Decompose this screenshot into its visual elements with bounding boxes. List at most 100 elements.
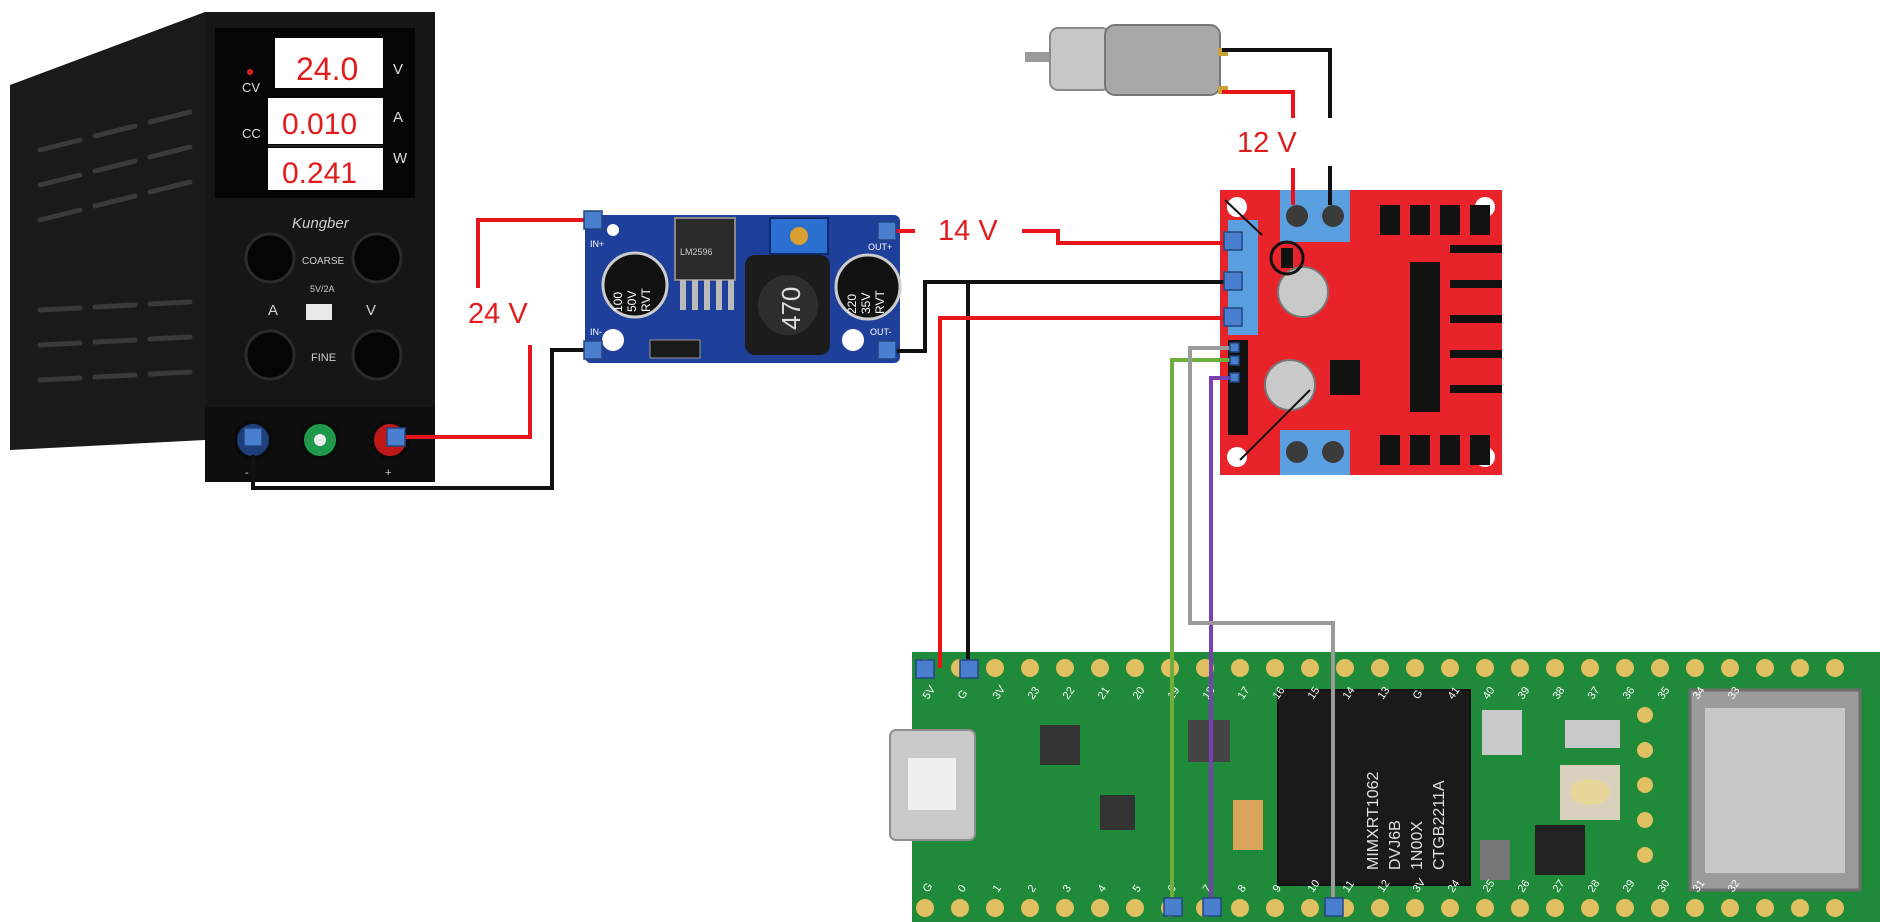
- teensy-crystal: [1482, 710, 1522, 755]
- supply-voltage-label: 24 V: [468, 298, 528, 330]
- voltage-readout: 24.0: [296, 51, 358, 87]
- buck-mount-hole: [842, 329, 864, 351]
- wire-psu-negative: [251, 348, 592, 490]
- connector-psu-negative: [243, 427, 263, 447]
- teensy-pin-label: 10: [1306, 878, 1323, 895]
- wires: [251, 48, 1335, 908]
- teensy-pin-label: 33: [1726, 685, 1743, 702]
- teensy-pin-label: 36: [1621, 685, 1638, 702]
- connector-markers: [243, 210, 1344, 917]
- terminal-minus-label: -: [245, 467, 249, 479]
- motor-body: [1104, 24, 1221, 96]
- connector-buck-in-plus: [583, 210, 603, 230]
- coarse-voltage-knob[interactable]: [351, 232, 403, 284]
- wire-5v-to-teensy: [938, 316, 1232, 668]
- teensy-pin-label: 16: [1271, 685, 1288, 702]
- teensy-pin-label: 13: [1376, 685, 1393, 702]
- teensy-main-chip: [1277, 689, 1471, 886]
- wire-control-green: [1170, 358, 1238, 908]
- teensy-pin-label: 12: [1376, 878, 1393, 895]
- regulator-chip-label: LM2596: [680, 247, 713, 257]
- connector-driver-5v: [1223, 307, 1243, 327]
- teensy-pin-label: 8: [1236, 883, 1249, 895]
- teensy-pin-label: 21: [1096, 685, 1113, 702]
- connector-teensy-gnd: [959, 659, 979, 679]
- driver-control-header[interactable]: [1228, 340, 1248, 435]
- fine-current-knob[interactable]: [244, 329, 296, 381]
- wire-14v-to-driver: [1022, 229, 1232, 245]
- power-readout-box: [268, 148, 383, 190]
- chip-label: CTGB2211A: [1431, 780, 1448, 870]
- input-capacitor: [601, 251, 669, 319]
- teensy-pin-label: 20: [1131, 685, 1148, 702]
- side-vents: [37, 109, 193, 383]
- fine-voltage-knob[interactable]: [351, 329, 403, 381]
- inductor-label: 470: [776, 287, 806, 330]
- mode-cv-label: CV: [242, 80, 260, 95]
- teensy-pin-label: 25: [1481, 878, 1498, 895]
- power-supply: 24.0 0.010 0.241 CV CC V A W Kungber COA…: [10, 12, 435, 482]
- teensy-capacitor: [1233, 800, 1263, 850]
- trim-screw[interactable]: [790, 227, 808, 245]
- connector-buck-out-plus: [877, 221, 897, 241]
- teensy-pin-label: 26: [1516, 878, 1533, 895]
- usb-port[interactable]: [306, 304, 332, 320]
- teensy-pin-label: 22: [1061, 685, 1078, 702]
- buck-in-plus-label: IN+: [590, 239, 604, 249]
- teensy-pin-label: 15: [1306, 685, 1323, 702]
- teensy-pin-label: 37: [1586, 685, 1603, 702]
- wire-control-purple: [1209, 376, 1238, 908]
- connector-driver-gray: [1229, 342, 1240, 353]
- teensy-small-chip: [1040, 725, 1080, 765]
- output-cap-label: 220: [845, 294, 859, 314]
- connector-teensy-pin9: [1324, 897, 1344, 917]
- teensy-pin-label: 1: [991, 883, 1004, 895]
- teensy-pin-label: 7: [1201, 883, 1214, 895]
- teensy-bottom-pins: [916, 899, 1844, 917]
- output-capacitor: [834, 253, 902, 321]
- teensy-pin-label: 32: [1726, 878, 1743, 895]
- terminal-plus-label: +: [385, 467, 391, 479]
- cv-indicator: [247, 69, 253, 75]
- teensy-pin-label: 9: [1271, 883, 1284, 895]
- connector-teensy-5v: [915, 659, 935, 679]
- teensy-pin-label: 23: [1026, 685, 1043, 702]
- dc-motor: [1000, 10, 1228, 110]
- teensy-pin-label: 17: [1236, 685, 1253, 702]
- buck-converter: 100 50V RVT 220 35V RVT LM2596 470 IN+ I…: [585, 215, 902, 363]
- input-cap-label: 100: [611, 292, 625, 312]
- teensy-small-chip: [1565, 720, 1620, 748]
- teensy-top-pins: [916, 659, 1844, 677]
- schottky-diode: [649, 339, 701, 359]
- motor-gearbox: [1049, 27, 1111, 91]
- chip-label: DVJ6B: [1387, 820, 1404, 870]
- connector-buck-out-minus: [877, 340, 897, 360]
- connector-driver-gnd: [1223, 271, 1243, 291]
- driver-capacitor: [1264, 359, 1316, 411]
- voltage-readout-box: [275, 38, 383, 88]
- connector-driver-purple: [1229, 372, 1240, 383]
- driver-jumper[interactable]: [1269, 240, 1305, 276]
- coarse-current-knob[interactable]: [244, 232, 296, 284]
- unit-v-label: V: [393, 61, 403, 78]
- unit-w-label: W: [393, 150, 408, 167]
- chip-label: 1N00X: [1409, 821, 1426, 870]
- connector-buck-in-minus: [583, 340, 603, 360]
- wire-buck-out-negative: [888, 280, 1232, 353]
- teensy-pin-label: 2: [1026, 883, 1039, 895]
- motor-driver: [1220, 190, 1502, 475]
- teensy-pin-label: 14: [1341, 685, 1358, 702]
- teensy-pin-label: 24: [1446, 878, 1463, 895]
- buck-out-minus-label: OUT-: [870, 327, 892, 337]
- teensy-pin-label: 30: [1656, 878, 1673, 895]
- regulator-chip: [674, 217, 736, 281]
- power-supply-side: [10, 12, 205, 450]
- teensy-right-pins: [1637, 707, 1653, 863]
- driver-pcb: [1220, 190, 1502, 475]
- wire-psu-positive: [400, 345, 532, 439]
- teensy-pin-label: 41: [1446, 685, 1463, 702]
- input-cap-label: 50V: [625, 291, 639, 312]
